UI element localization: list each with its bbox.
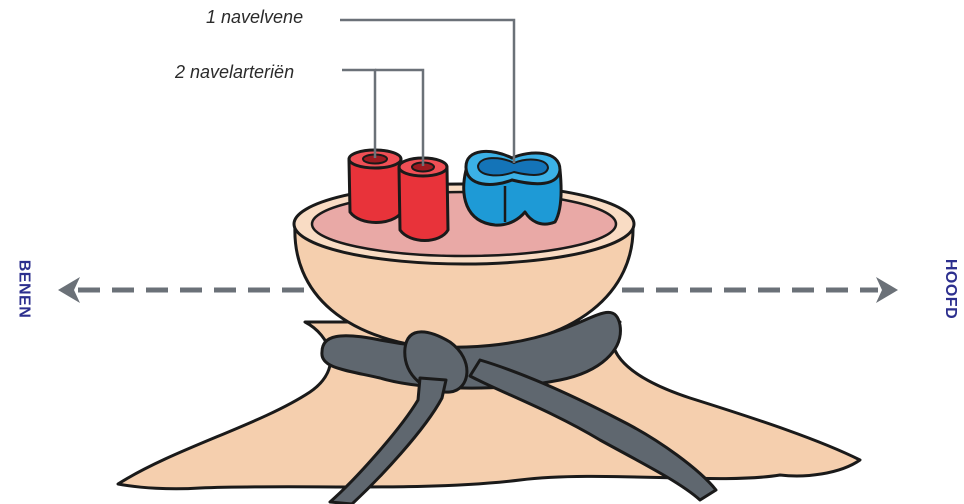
tie-end-right [468,358,718,502]
abdomen-skin [116,320,862,491]
direction-axis [58,277,898,303]
direction-left-label: BENEN [15,259,33,319]
umbilical-artery-right [397,156,450,242]
label-navelarterien: 2 navelarteriën [175,62,295,82]
tie-end-left [328,376,448,504]
umbilical-vein [462,149,563,227]
arrow-right-head [876,277,898,303]
arrow-left-head [58,277,80,303]
label-navelvene: 1 navelvene [206,7,304,27]
cord-tie [320,311,718,504]
leader-vein [340,18,516,163]
direction-right-label: HOOFD [942,258,960,320]
umbilical-artery-left [347,148,404,224]
leader-arteries [342,68,377,158]
leader-arteries-2 [375,68,425,166]
tie-band [320,311,622,390]
leader-lines [340,18,516,166]
